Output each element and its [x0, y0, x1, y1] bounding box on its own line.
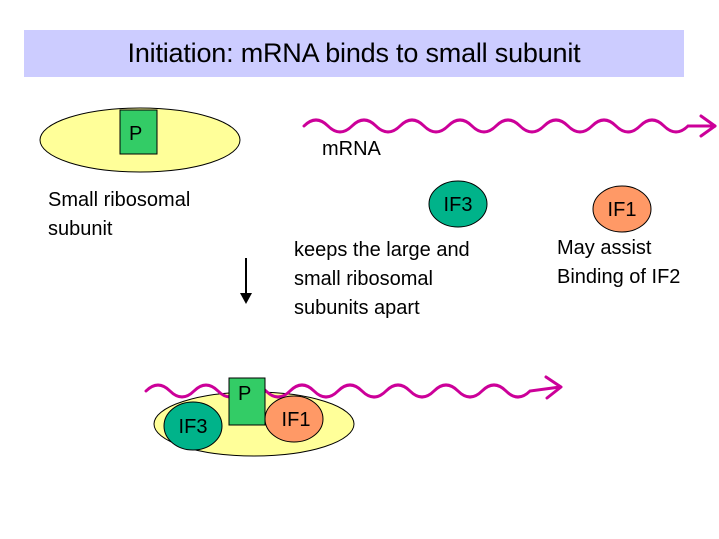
complex-p-site-label: P	[238, 383, 251, 405]
complex-if3-factor	[163, 401, 223, 451]
mrna-strand	[302, 118, 717, 134]
small-subunit-label-line1: Small ribosomal	[48, 189, 191, 211]
if3-label: IF3	[444, 194, 473, 216]
complex-mrna-arrowhead	[544, 375, 563, 400]
title-bar: Initiation: mRNA binds to small subunit	[24, 30, 684, 77]
complex-mrna-strand	[144, 383, 562, 399]
p-site-label: P	[129, 123, 142, 145]
small-subunit-label-line2: subunit	[48, 218, 113, 240]
complex-if3-label: IF3	[179, 416, 208, 438]
if3-description-line2: small ribosomal	[294, 268, 433, 290]
complex-p-site-box	[228, 377, 266, 426]
if1-description-line1: May assist	[557, 237, 652, 259]
complex-if1-label: IF1	[282, 409, 311, 431]
mrna-label: mRNA	[322, 138, 381, 160]
if3-factor	[428, 180, 488, 228]
if1-description-line2: Binding of IF2	[557, 266, 681, 288]
if1-factor	[592, 185, 652, 233]
if3-description-line1: keeps the large and	[294, 239, 470, 261]
p-site-box	[119, 109, 158, 155]
down-arrow-head	[240, 293, 252, 304]
mrna-arrowhead	[699, 114, 717, 138]
page-title: Initiation: mRNA binds to small subunit	[127, 38, 581, 68]
if3-description-line3: subunits apart	[294, 297, 420, 319]
if1-label: IF1	[608, 199, 637, 221]
